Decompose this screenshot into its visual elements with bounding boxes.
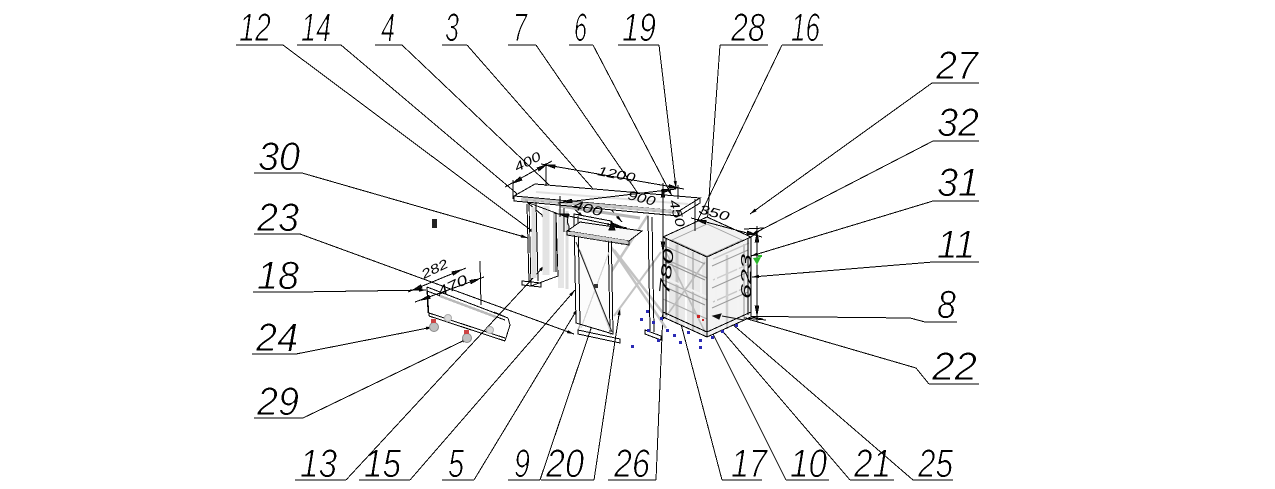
svg-text:780: 780: [656, 247, 678, 296]
svg-text:32: 32: [937, 101, 979, 145]
svg-text:5: 5: [448, 442, 465, 486]
svg-text:13: 13: [300, 442, 337, 486]
svg-text:31: 31: [937, 161, 979, 205]
svg-text:7: 7: [513, 6, 528, 50]
svg-text:18: 18: [257, 254, 300, 298]
svg-text:27: 27: [935, 44, 980, 88]
svg-text:29: 29: [256, 380, 299, 424]
svg-text:400: 400: [571, 197, 605, 219]
svg-text:22: 22: [931, 345, 977, 389]
svg-text:20: 20: [545, 442, 584, 486]
svg-text:9: 9: [514, 442, 530, 486]
svg-text:21: 21: [853, 442, 891, 486]
svg-text:900: 900: [626, 187, 658, 209]
svg-text:4: 4: [381, 6, 395, 50]
svg-text:30: 30: [258, 135, 300, 179]
svg-text:16: 16: [791, 6, 820, 50]
svg-text:8: 8: [937, 283, 957, 327]
svg-text:3: 3: [445, 6, 459, 50]
svg-text:11: 11: [937, 223, 975, 267]
svg-text:10: 10: [790, 442, 827, 486]
svg-text:1200: 1200: [596, 163, 637, 185]
svg-text:25: 25: [917, 442, 953, 486]
svg-text:24: 24: [255, 316, 298, 360]
svg-text:623: 623: [738, 253, 755, 299]
svg-text:19: 19: [622, 6, 656, 50]
svg-text:15: 15: [364, 442, 402, 486]
svg-text:17: 17: [731, 442, 768, 486]
svg-text:26: 26: [613, 442, 650, 486]
svg-text:23: 23: [256, 196, 299, 240]
svg-text:14: 14: [301, 6, 331, 50]
svg-text:6: 6: [574, 6, 587, 50]
svg-text:28: 28: [730, 6, 765, 50]
svg-text:12: 12: [239, 6, 271, 50]
